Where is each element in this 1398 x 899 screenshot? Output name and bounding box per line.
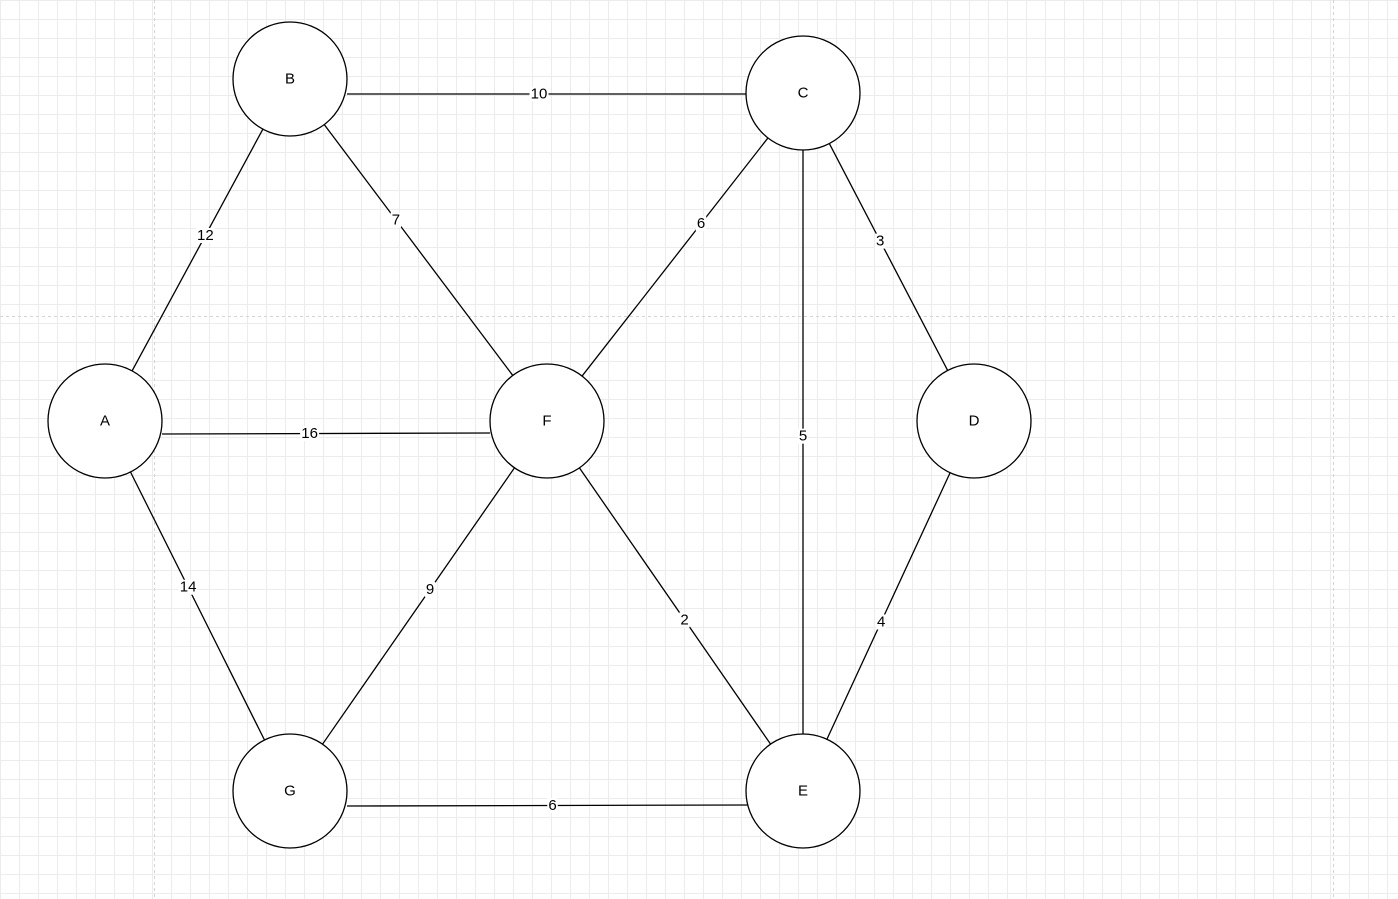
edge-weight-label: 9 <box>426 581 434 598</box>
edge-label-background <box>695 216 707 232</box>
node-d[interactable]: D <box>916 363 1032 479</box>
node-label: E <box>798 783 808 800</box>
node-circle[interactable] <box>232 21 348 137</box>
edge-weight-label: 7 <box>392 211 400 228</box>
edge-weight-label: 10 <box>531 86 548 103</box>
node-label: C <box>798 85 809 102</box>
edge-f-g: 9 <box>321 467 516 745</box>
edge-line <box>578 467 772 745</box>
edge-weight-label: 5 <box>799 428 807 445</box>
edge-label-background <box>547 797 558 813</box>
node-circle[interactable] <box>745 35 861 151</box>
edge-weight-label: 14 <box>180 579 197 596</box>
node-circle[interactable] <box>47 363 163 479</box>
edge-a-g: 14 <box>129 471 266 741</box>
edge-line <box>129 471 266 741</box>
edge-label-background <box>390 212 402 228</box>
node-circle[interactable] <box>745 733 861 849</box>
edge-a-f: 16 <box>161 425 491 442</box>
edge-b-f: 7 <box>323 124 514 376</box>
edge-b-a: 12 <box>131 128 264 372</box>
edge-weight-label: 6 <box>548 797 556 814</box>
edge-line <box>321 467 516 745</box>
edge-label-background <box>529 86 549 102</box>
edge-label-background <box>875 614 887 630</box>
node-circle[interactable] <box>916 363 1032 479</box>
node-circle[interactable] <box>232 733 348 849</box>
edge-label-background <box>178 579 198 595</box>
edges-layer: 10 12 7 6 3 5 16 14 9 2 4 6 <box>129 86 951 814</box>
edge-c-e: 5 <box>797 150 809 734</box>
node-circle[interactable] <box>489 363 605 479</box>
edge-c-d: 3 <box>828 143 949 371</box>
edge-label-background <box>300 426 320 442</box>
edge-c-f: 6 <box>581 137 769 377</box>
edge-label-background <box>797 428 809 444</box>
edge-weight-label: 16 <box>301 425 318 442</box>
node-label: A <box>100 413 110 430</box>
edge-g-e: 6 <box>346 797 751 814</box>
edge-f-e: 2 <box>578 467 772 745</box>
node-f[interactable]: F <box>489 363 605 479</box>
edge-weight-label: 6 <box>697 215 705 232</box>
node-g[interactable]: G <box>232 733 348 849</box>
node-c[interactable]: C <box>745 35 861 151</box>
edge-weight-label: 3 <box>876 233 884 250</box>
node-e[interactable]: E <box>745 733 861 849</box>
node-label: G <box>284 783 296 800</box>
node-label: D <box>969 413 980 430</box>
edge-label-background <box>679 612 690 628</box>
edge-weight-label: 2 <box>680 611 688 628</box>
nodes-layer: A B C D E F G <box>47 21 1032 849</box>
edge-label-background <box>424 581 436 597</box>
edge-line <box>161 432 491 435</box>
edge-weight-label: 4 <box>877 613 885 630</box>
edge-line <box>826 472 951 740</box>
node-a[interactable]: A <box>47 363 163 479</box>
edge-line <box>323 124 514 376</box>
node-label: F <box>542 413 551 430</box>
edge-label-background <box>195 227 215 243</box>
edge-line <box>131 128 264 372</box>
edge-b-c: 10 <box>347 86 747 103</box>
edge-line <box>828 143 949 371</box>
edge-d-e: 4 <box>826 472 951 740</box>
edge-weight-label: 12 <box>197 227 214 244</box>
node-label: B <box>285 71 295 88</box>
node-b[interactable]: B <box>232 21 348 137</box>
edge-label-background <box>874 233 886 249</box>
edge-line <box>581 137 769 377</box>
